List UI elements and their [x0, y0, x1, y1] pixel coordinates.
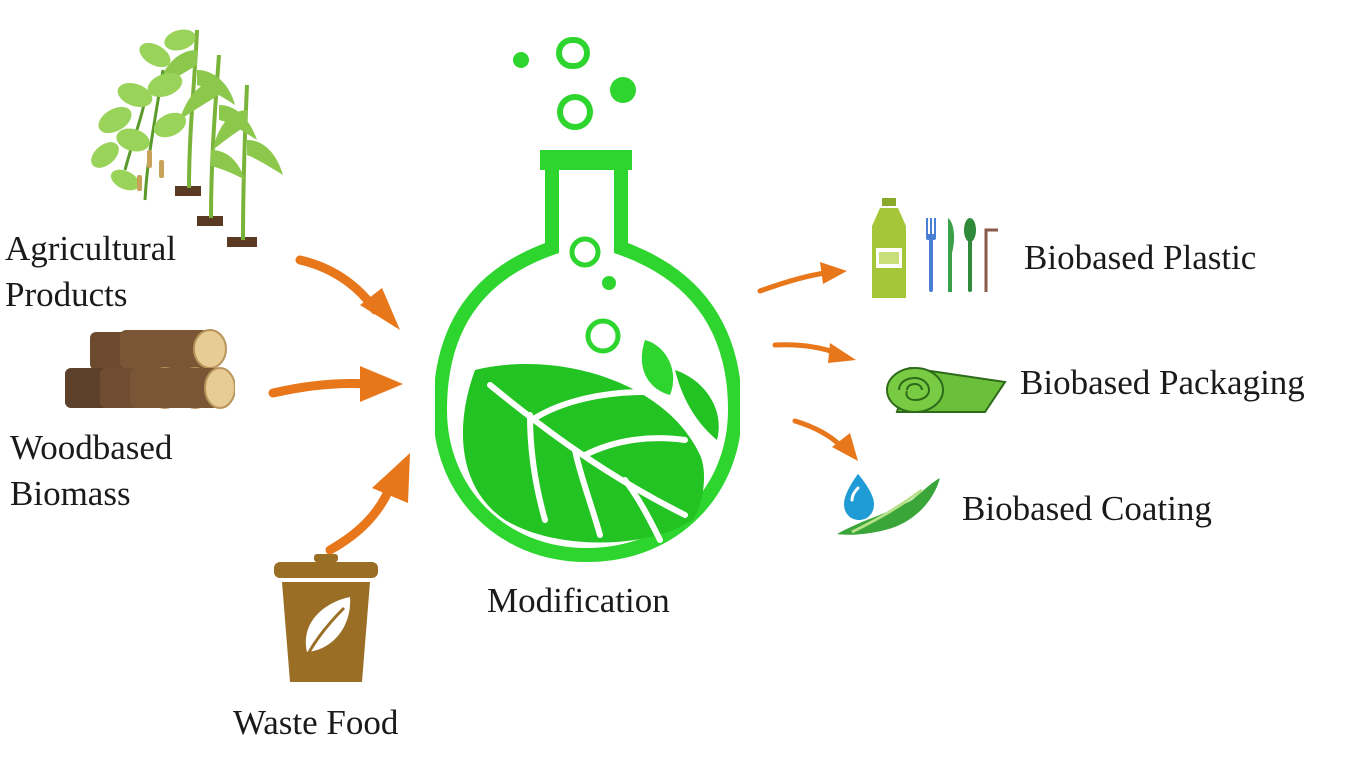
biobased-plastic-label: Biobased Plastic	[1024, 238, 1257, 277]
arrow-modification-to-packaging	[772, 342, 856, 363]
woodbased-biomass-label-line2: Biomass	[10, 474, 131, 513]
flask-leaf-icon	[435, 37, 740, 563]
agricultural-products-label-line1: Agricultural	[5, 229, 177, 268]
film-roll-icon	[886, 366, 1007, 413]
biobased-coating-label: Biobased Coating	[962, 489, 1212, 528]
modification-label: Modification	[487, 581, 670, 620]
crop-plants-icon	[91, 29, 283, 247]
woodbased-biomass-label-line1: Woodbased	[10, 428, 173, 467]
arrow-wood-to-modification	[268, 366, 403, 402]
arrow-waste-to-modification	[325, 453, 410, 555]
agricultural-products-label-line2: Products	[5, 275, 128, 314]
arrow-modification-to-coating	[792, 418, 858, 461]
log-pile-icon	[65, 329, 235, 409]
water-drop-leaf-icon	[837, 474, 940, 535]
biobased-packaging-label: Biobased Packaging	[1020, 363, 1305, 402]
compost-bin-icon	[274, 554, 378, 682]
arrow-modification-to-plastic	[757, 262, 847, 294]
waste-food-label: Waste Food	[233, 703, 399, 742]
bottle-cutlery-icon	[872, 198, 998, 298]
arrow-agricultural-to-modification	[295, 255, 400, 330]
